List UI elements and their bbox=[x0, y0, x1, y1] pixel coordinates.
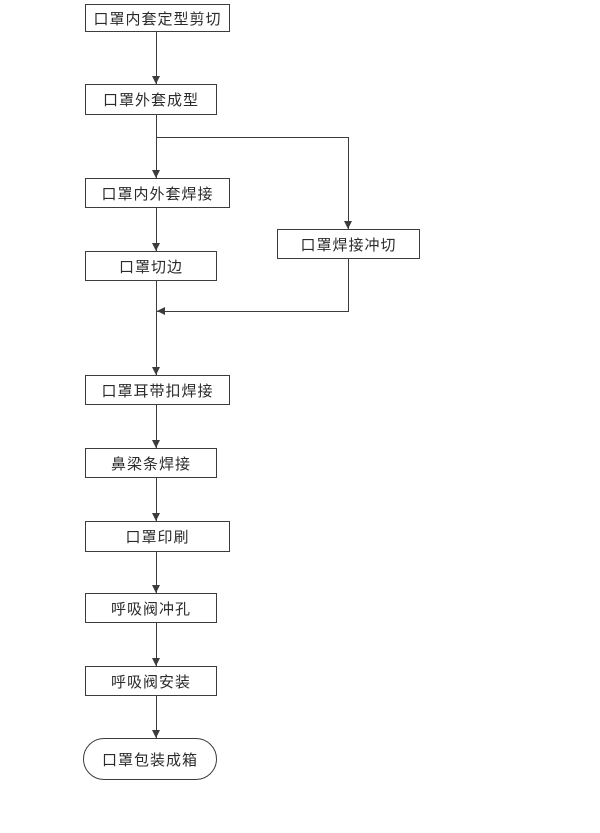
connector-line bbox=[156, 208, 157, 251]
flow-node-packing: 口罩包装成箱 bbox=[83, 738, 217, 780]
connector-arrowhead bbox=[152, 658, 160, 666]
connector-arrowhead bbox=[152, 513, 160, 521]
connector-line-branch-return-down bbox=[348, 259, 349, 311]
flow-node-outer-forming: 口罩外套成型 bbox=[85, 84, 217, 115]
connector-line bbox=[156, 623, 157, 666]
connector-line-branch-down bbox=[348, 137, 349, 229]
flow-node-inner-shaping-cut: 口罩内套定型剪切 bbox=[85, 4, 230, 32]
flow-node-printing: 口罩印刷 bbox=[85, 521, 230, 552]
connector-line bbox=[156, 281, 157, 375]
connector-arrowhead bbox=[152, 76, 160, 84]
connector-line-branch-out bbox=[156, 137, 349, 138]
connector-line bbox=[156, 552, 157, 593]
connector-line bbox=[156, 31, 157, 84]
flow-node-inner-outer-welding: 口罩内外套焊接 bbox=[85, 178, 230, 208]
connector-line bbox=[156, 405, 157, 448]
connector-arrowhead bbox=[152, 243, 160, 251]
connector-line bbox=[156, 478, 157, 521]
connector-arrowhead bbox=[152, 585, 160, 593]
connector-arrowhead bbox=[152, 367, 160, 375]
connector-arrowhead bbox=[152, 730, 160, 738]
flow-node-nose-bridge-welding: 鼻梁条焊接 bbox=[85, 448, 217, 478]
flow-node-edge-trimming: 口罩切边 bbox=[85, 251, 217, 281]
connector-arrowhead bbox=[152, 440, 160, 448]
flow-node-valve-install: 呼吸阀安装 bbox=[85, 666, 217, 696]
connector-arrowhead bbox=[152, 170, 160, 178]
connector-line bbox=[156, 115, 157, 178]
connector-line bbox=[156, 696, 157, 738]
flow-node-ear-strap-welding: 口罩耳带扣焊接 bbox=[85, 375, 230, 405]
flow-node-welding-punching: 口罩焊接冲切 bbox=[277, 229, 420, 259]
flow-node-valve-punching: 呼吸阀冲孔 bbox=[85, 593, 217, 623]
connector-arrowhead bbox=[344, 221, 352, 229]
connector-arrowhead bbox=[157, 307, 165, 315]
connector-line-branch-return-left bbox=[157, 311, 349, 312]
